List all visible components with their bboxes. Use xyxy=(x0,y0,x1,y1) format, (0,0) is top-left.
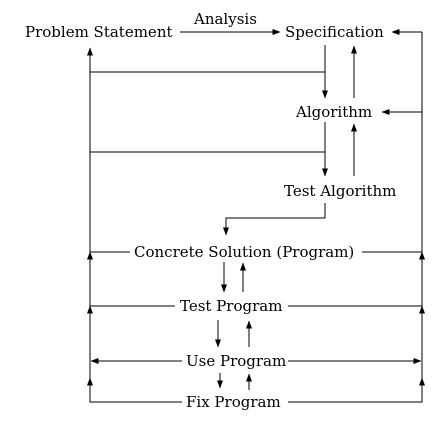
edge-fix-left-loop xyxy=(89,306,182,403)
edge-label-analysis: Analysis xyxy=(193,10,257,28)
edge-spec-back-to-problem xyxy=(87,47,325,73)
node-problem-statement: Problem Statement xyxy=(25,23,173,41)
node-test-program: Test Program xyxy=(180,297,282,315)
node-specification: Specification xyxy=(285,23,384,41)
edge-fix-right-loop xyxy=(288,306,423,403)
node-test-algorithm: Test Algorithm xyxy=(284,182,396,200)
node-concrete-solution: Concrete Solution (Program) xyxy=(134,243,354,261)
edge-test-algorithm-to-solution xyxy=(223,203,326,236)
node-algorithm: Algorithm xyxy=(295,103,372,121)
node-use-program: Use Program xyxy=(186,352,286,370)
node-fix-program: Fix Program xyxy=(186,393,281,411)
